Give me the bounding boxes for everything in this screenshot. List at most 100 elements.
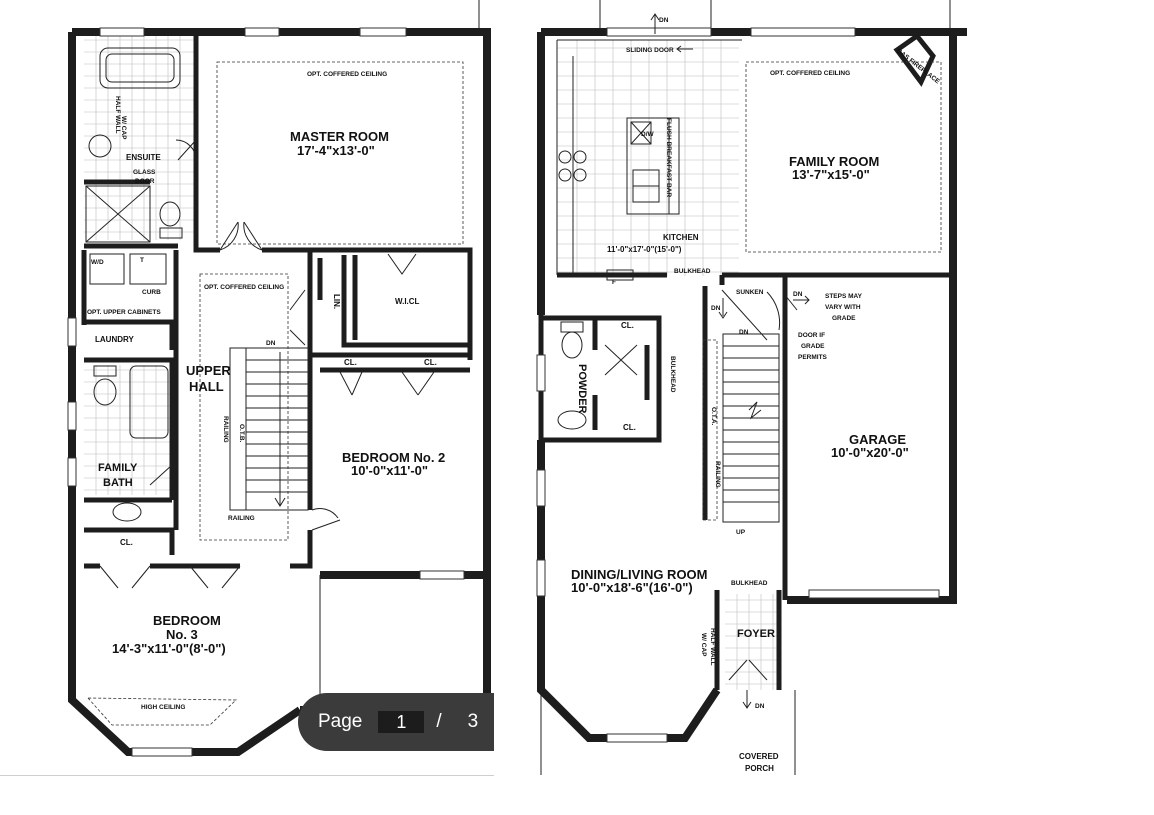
ensuite-tiles [84,36,195,240]
bath-closet-label: CL. [120,538,133,547]
closet-label-2: CL. [424,358,437,367]
covered-porch-label-2: PORCH [745,764,774,773]
foyer-half-wall-cap-label: W/ CAP [700,633,707,657]
family-room-dims: 13'-7"x15'-0" [792,167,870,182]
master-coffered-label: OPT. COFFERED CEILING [307,71,387,78]
dining-living-dims: 10'-0"x18'-6"(16'-0") [571,580,693,595]
glass-door-label-1: GLASS [133,169,156,176]
upper-hall-label-1: UPPER [186,363,231,378]
kitchen-bulkhead-label: BULKHEAD [674,268,711,275]
ota-label: O.T.A. [710,407,717,426]
ensuite-half-wall-cap-label: W/ CAP [120,116,127,140]
stair-dn-label-1: DN [711,305,721,312]
garage-dims: 10'-0"x20'-0" [831,445,909,460]
covered-porch-label-1: COVERED [739,752,779,761]
otb-label: O.T.B. [238,424,245,443]
laundry-label: LAUNDRY [95,335,134,344]
page-indicator: Page 1 / 3 [298,693,494,751]
bedroom-2-label: BEDROOM No. 2 [342,450,445,465]
master-coffered-outline [216,61,464,245]
garage-label: GARAGE [849,432,906,447]
ensuite-half-wall-label: HALF WALL [114,96,121,134]
stair-up-label: UP [736,529,746,536]
kitchen-label: KITCHEN [663,233,699,242]
family-coffered-outline [745,61,942,253]
kitchen-dims: 11'-0"x17'-0"(15'-0") [607,245,682,254]
bath-fixtures [93,365,169,522]
upper-windows [67,27,465,757]
fridge-label: F [612,279,616,286]
ground-arrows [650,13,810,709]
page-label: Page [318,711,363,732]
powder-closet-label-1: CL. [621,321,634,330]
master-room-dims: 17'-4"x13'-0" [297,143,375,158]
upper-floor-plan: HALF WALL W/ CAP ENSUITE GLASS DOOR OPT.… [67,0,491,757]
tub-t-label: T [140,257,144,264]
page-total: 3 [467,711,479,732]
steps-note-2: VARY WITH [825,304,861,311]
garage-dn-label: DN [793,291,803,298]
upper-exterior-wall [68,28,491,756]
powder-closet-label-2: CL. [623,423,636,432]
family-bath-label-1: FAMILY [98,462,138,474]
upper-railing-label: RAILING [228,515,255,522]
glass-door-label-2: DOOR [135,178,155,185]
top-dn-label: DN [659,17,669,24]
ensuite-fixtures [85,47,197,243]
ensuite-label: ENSUITE [126,153,161,162]
bedroom-3-label-2: No. 3 [166,627,198,642]
foyer-dn-label: DN [755,703,765,710]
stair-dn-label-2: DN [739,329,749,336]
foyer-bulkhead-label: BULKHEAD [731,580,768,587]
page-separator: / [436,711,442,732]
porch-lines [540,0,951,775]
family-bath-label-2: BATH [103,477,133,489]
powder-fixtures [557,321,638,430]
kitchen-fixtures [556,39,742,281]
ground-windows [536,27,940,743]
walk-in-closet-label: W.I.CL [395,297,420,306]
curb-label: CURB [142,289,161,296]
door-note-1: DOOR IF [798,332,825,339]
powder-bulkhead-label: BULKHEAD [669,356,676,393]
upper-stair [229,347,309,511]
dining-living-label: DINING/LIVING ROOM [571,567,708,582]
floor-plan-ground-sheet: DN SLIDING DOOR FLUSH BREAKFAST BAR D/W … [517,0,970,775]
ground-floor-plan: DN SLIDING DOOR FLUSH BREAKFAST BAR D/W … [536,0,967,775]
master-room-label: MASTER ROOM [290,129,389,144]
door-note-3: PERMITS [798,354,828,361]
upper-hall-label-2: HALL [189,379,224,394]
upper-interior-walls [81,36,473,569]
wd-label: W/D [91,259,104,266]
ground-stair [702,333,780,523]
bedroom-3-label-1: BEDROOM [153,613,221,628]
stair-dn-label: DN [266,340,276,347]
ground-doors [721,289,798,681]
hall-coffered-outline [199,273,289,541]
powder-room-label: POWDER [576,364,588,414]
upper-railing-vertical-label: RAILING [222,416,229,443]
gas-fireplace [893,32,936,87]
page-number-input[interactable]: 1 [378,711,425,733]
foyer-tiles [725,594,779,690]
bedroom-3-dims: 14'-3"x11'-0"(8'-0") [112,641,226,656]
sunken-label: SUNKEN [736,289,764,296]
upper-doors [99,221,435,589]
foyer-label: FOYER [737,628,775,640]
door-note-2: GRADE [801,343,825,350]
family-bath-tiles [84,365,170,495]
floor-plan-upper-sheet: HALF WALL W/ CAP ENSUITE GLASS DOOR OPT.… [0,0,494,776]
kitchen-tiles [557,40,739,276]
opt-upper-cabinets-label: OPT. UPPER CABINETS [87,309,161,316]
high-ceiling-outline [87,697,237,726]
family-room-label: FAMILY ROOM [789,154,879,169]
dishwasher-label: D/W [641,131,655,138]
foyer-half-wall-label: HALF WALL [709,628,716,666]
ground-railing-label: RAILING [714,461,721,488]
bedroom-2-dims: 10'-0"x11'-0" [351,463,428,478]
closet-label-1: CL. [344,358,357,367]
laundry-fixtures [89,253,167,285]
ground-interior-walls [543,272,957,690]
garage-exterior-wall [787,32,957,604]
hall-coffered-label: OPT. COFFERED CEILING [204,284,284,291]
